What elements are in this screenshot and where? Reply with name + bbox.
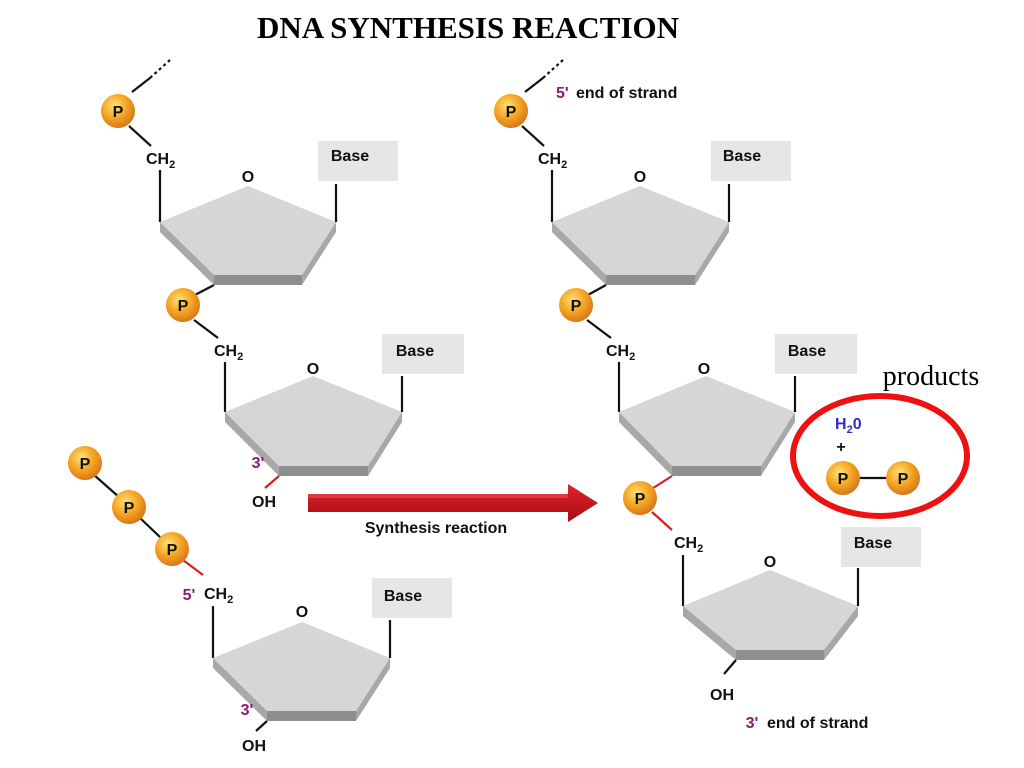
svg-text:Base: Base (384, 588, 422, 605)
incoming-nucleotide: P P P 5' CH2 O Base 3' OH (68, 446, 452, 755)
svg-text:P: P (124, 500, 135, 517)
phosphate-right-3: P (623, 481, 657, 515)
three-prime-end-label: 3' (746, 715, 759, 732)
svg-text:P: P (571, 298, 582, 315)
svg-text:P: P (113, 104, 124, 121)
ch2-label: CH2 (204, 586, 233, 606)
svg-text:Base: Base (788, 343, 826, 360)
oh-label: OH (252, 494, 276, 511)
svg-text:P: P (167, 542, 178, 559)
oh-label: OH (242, 738, 266, 755)
sugar-ring-left-2 (225, 376, 402, 476)
phosphate-triphosphate-2: P (112, 490, 146, 524)
ch2-label: CH2 (214, 343, 243, 363)
ring-oxygen: O (698, 361, 710, 378)
plus-sign: + (836, 439, 845, 456)
svg-text:Base: Base (723, 148, 761, 165)
sugar-ring-right-2 (619, 376, 795, 476)
ring-oxygen: O (296, 604, 308, 621)
ch2-label: CH2 (674, 535, 703, 555)
svg-text:P: P (506, 104, 517, 121)
three-prime-label: 3' (252, 455, 265, 472)
five-prime-end-label: 5' (556, 85, 569, 102)
base-box-right-2: Base (775, 334, 857, 374)
ring-oxygen: O (764, 554, 776, 571)
ring-oxygen: O (242, 169, 254, 186)
phosphate-right-1: P (494, 94, 528, 128)
phosphate-left-2: P (166, 288, 200, 322)
svg-text:Base: Base (854, 535, 892, 552)
right-nucleotide-1: P 5' end of strand CH2 O Base (494, 59, 791, 297)
svg-text:Base: Base (331, 148, 369, 165)
ch2-label: CH2 (146, 151, 175, 171)
right-nucleotide-3: P CH2 O Base OH 3' end of strand (623, 481, 921, 732)
three-prime-end-text: end of strand (767, 715, 868, 732)
oh-label: OH (710, 687, 734, 704)
sugar-ring-right-3 (683, 570, 858, 660)
pyrophosphate-p1: P (826, 461, 860, 495)
ch2-label: CH2 (538, 151, 567, 171)
three-prime-label: 3' (241, 702, 254, 719)
base-box-right-1: Base (711, 141, 791, 181)
left-nucleotide-2: P CH2 O Base 3' OH (166, 288, 464, 511)
left-nucleotide-1: P CH2 O Base (101, 59, 398, 297)
products-circle (790, 393, 970, 519)
ch2-label: CH2 (606, 343, 635, 363)
base-box-right-3: Base (841, 527, 921, 567)
five-prime-end-text: end of strand (576, 85, 677, 102)
phosphate-triphosphate-3: P (155, 532, 189, 566)
sugar-ring-incoming (213, 622, 390, 721)
products-group: products H20 + P P (790, 361, 979, 519)
right-nucleotide-2: P CH2 O Base (559, 288, 857, 491)
page-title: DNA SYNTHESIS REACTION (257, 10, 679, 45)
base-box-left-2: Base (382, 334, 464, 374)
products-label: products (883, 361, 979, 392)
base-box-left-1: Base (318, 141, 398, 181)
svg-text:P: P (635, 491, 646, 508)
svg-text:P: P (898, 471, 909, 488)
svg-text:P: P (80, 456, 91, 473)
synthesis-arrow: Synthesis reaction (308, 484, 598, 537)
sugar-ring-left-1 (160, 186, 336, 285)
pyrophosphate-p2: P (886, 461, 920, 495)
phosphate-left-1: P (101, 94, 135, 128)
svg-text:P: P (178, 298, 189, 315)
synthesis-reaction-label: Synthesis reaction (365, 520, 507, 537)
water-label: H20 (835, 416, 862, 436)
phosphate-triphosphate-1: P (68, 446, 102, 480)
svg-text:Base: Base (396, 343, 434, 360)
five-prime-label: 5' (183, 587, 196, 604)
ring-oxygen: O (634, 169, 646, 186)
svg-text:P: P (838, 471, 849, 488)
ring-oxygen: O (307, 361, 319, 378)
sugar-ring-right-1 (552, 186, 729, 285)
phosphate-right-2: P (559, 288, 593, 322)
base-box-incoming: Base (372, 578, 452, 618)
